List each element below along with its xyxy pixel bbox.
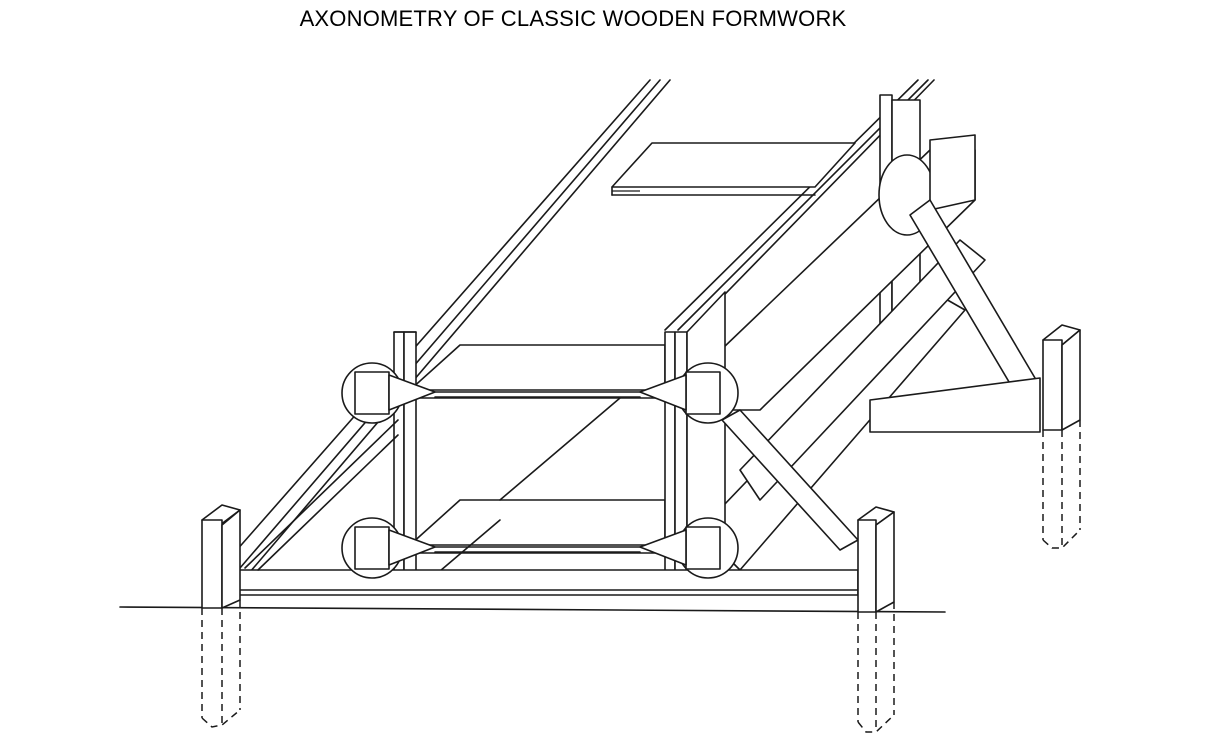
inner-diagonal	[499, 397, 621, 501]
front-left-brace	[244, 419, 399, 571]
tie-left-lower	[341, 517, 641, 579]
base-beam	[221, 569, 859, 596]
front-left-stake	[201, 504, 241, 728]
tie-left-upper	[341, 362, 641, 424]
middle-board-lower	[409, 499, 666, 554]
tie-right-upper	[639, 362, 739, 424]
right-brace	[869, 199, 1041, 433]
diagonal-log-upper	[699, 134, 976, 411]
far-formwork-board	[611, 142, 856, 196]
diagonal-log-lower	[699, 239, 986, 571]
front-right-stake	[857, 506, 895, 733]
back-right-stake	[1042, 324, 1081, 549]
middle-board-upper	[409, 344, 666, 399]
ground-line	[119, 606, 946, 613]
page-title: AXONOMETRY OF CLASSIC WOODEN FORMWORK	[299, 6, 847, 31]
left-long-beam	[227, 79, 671, 599]
tie-right-lower	[639, 517, 739, 579]
